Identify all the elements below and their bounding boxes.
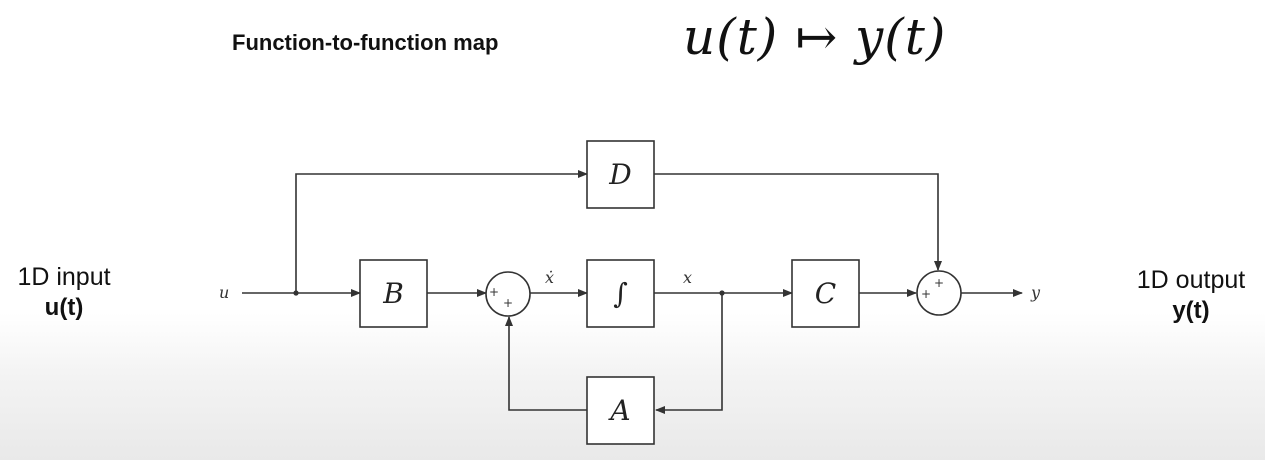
block-D bbox=[586, 140, 655, 209]
wire-feedthrough-to-D bbox=[295, 170, 588, 293]
block-C-label: C bbox=[815, 277, 836, 310]
sum-state-plus-bottom: + bbox=[503, 296, 513, 310]
output-label-line2: y(t) bbox=[1172, 297, 1210, 324]
sum-state-plus-left: + bbox=[489, 285, 499, 299]
integrator-symbol: ∫ bbox=[613, 277, 628, 310]
signal-y-label: y bbox=[1030, 283, 1041, 302]
wire-D-to-output-sum bbox=[654, 173, 942, 271]
block-integrator bbox=[586, 259, 655, 328]
function-map-formula: u(t) ↦ y(t) bbox=[683, 8, 947, 66]
summing-junction-state bbox=[485, 271, 531, 317]
summing-junction-output bbox=[916, 270, 962, 316]
signal-xdot-label: ẋ bbox=[545, 268, 554, 287]
input-label-line1: 1D input bbox=[17, 263, 111, 291]
junction-dot-input bbox=[293, 290, 299, 296]
input-label-line2: u(t) bbox=[44, 294, 84, 321]
wire-A-to-sum bbox=[505, 316, 587, 411]
sum-output-plus-left: + bbox=[921, 287, 931, 301]
sum-output-plus-top: + bbox=[934, 276, 944, 290]
signal-x-label: x bbox=[683, 268, 692, 287]
block-D-label: D bbox=[608, 158, 631, 191]
signal-u-label: u bbox=[219, 283, 229, 302]
output-label-line1: 1D output bbox=[1136, 266, 1246, 294]
block-B-label: B bbox=[382, 277, 404, 310]
block-B bbox=[359, 259, 428, 328]
block-A-label: A bbox=[607, 394, 630, 427]
diagram-title: Function-to-function map bbox=[232, 30, 499, 55]
block-C bbox=[791, 259, 860, 328]
junction-dot-state bbox=[719, 290, 725, 296]
block-A bbox=[586, 376, 655, 445]
wire-state-to-A bbox=[655, 293, 723, 414]
input-label: 1D input u(t) bbox=[4, 261, 124, 323]
output-label: 1D output y(t) bbox=[1120, 264, 1262, 326]
